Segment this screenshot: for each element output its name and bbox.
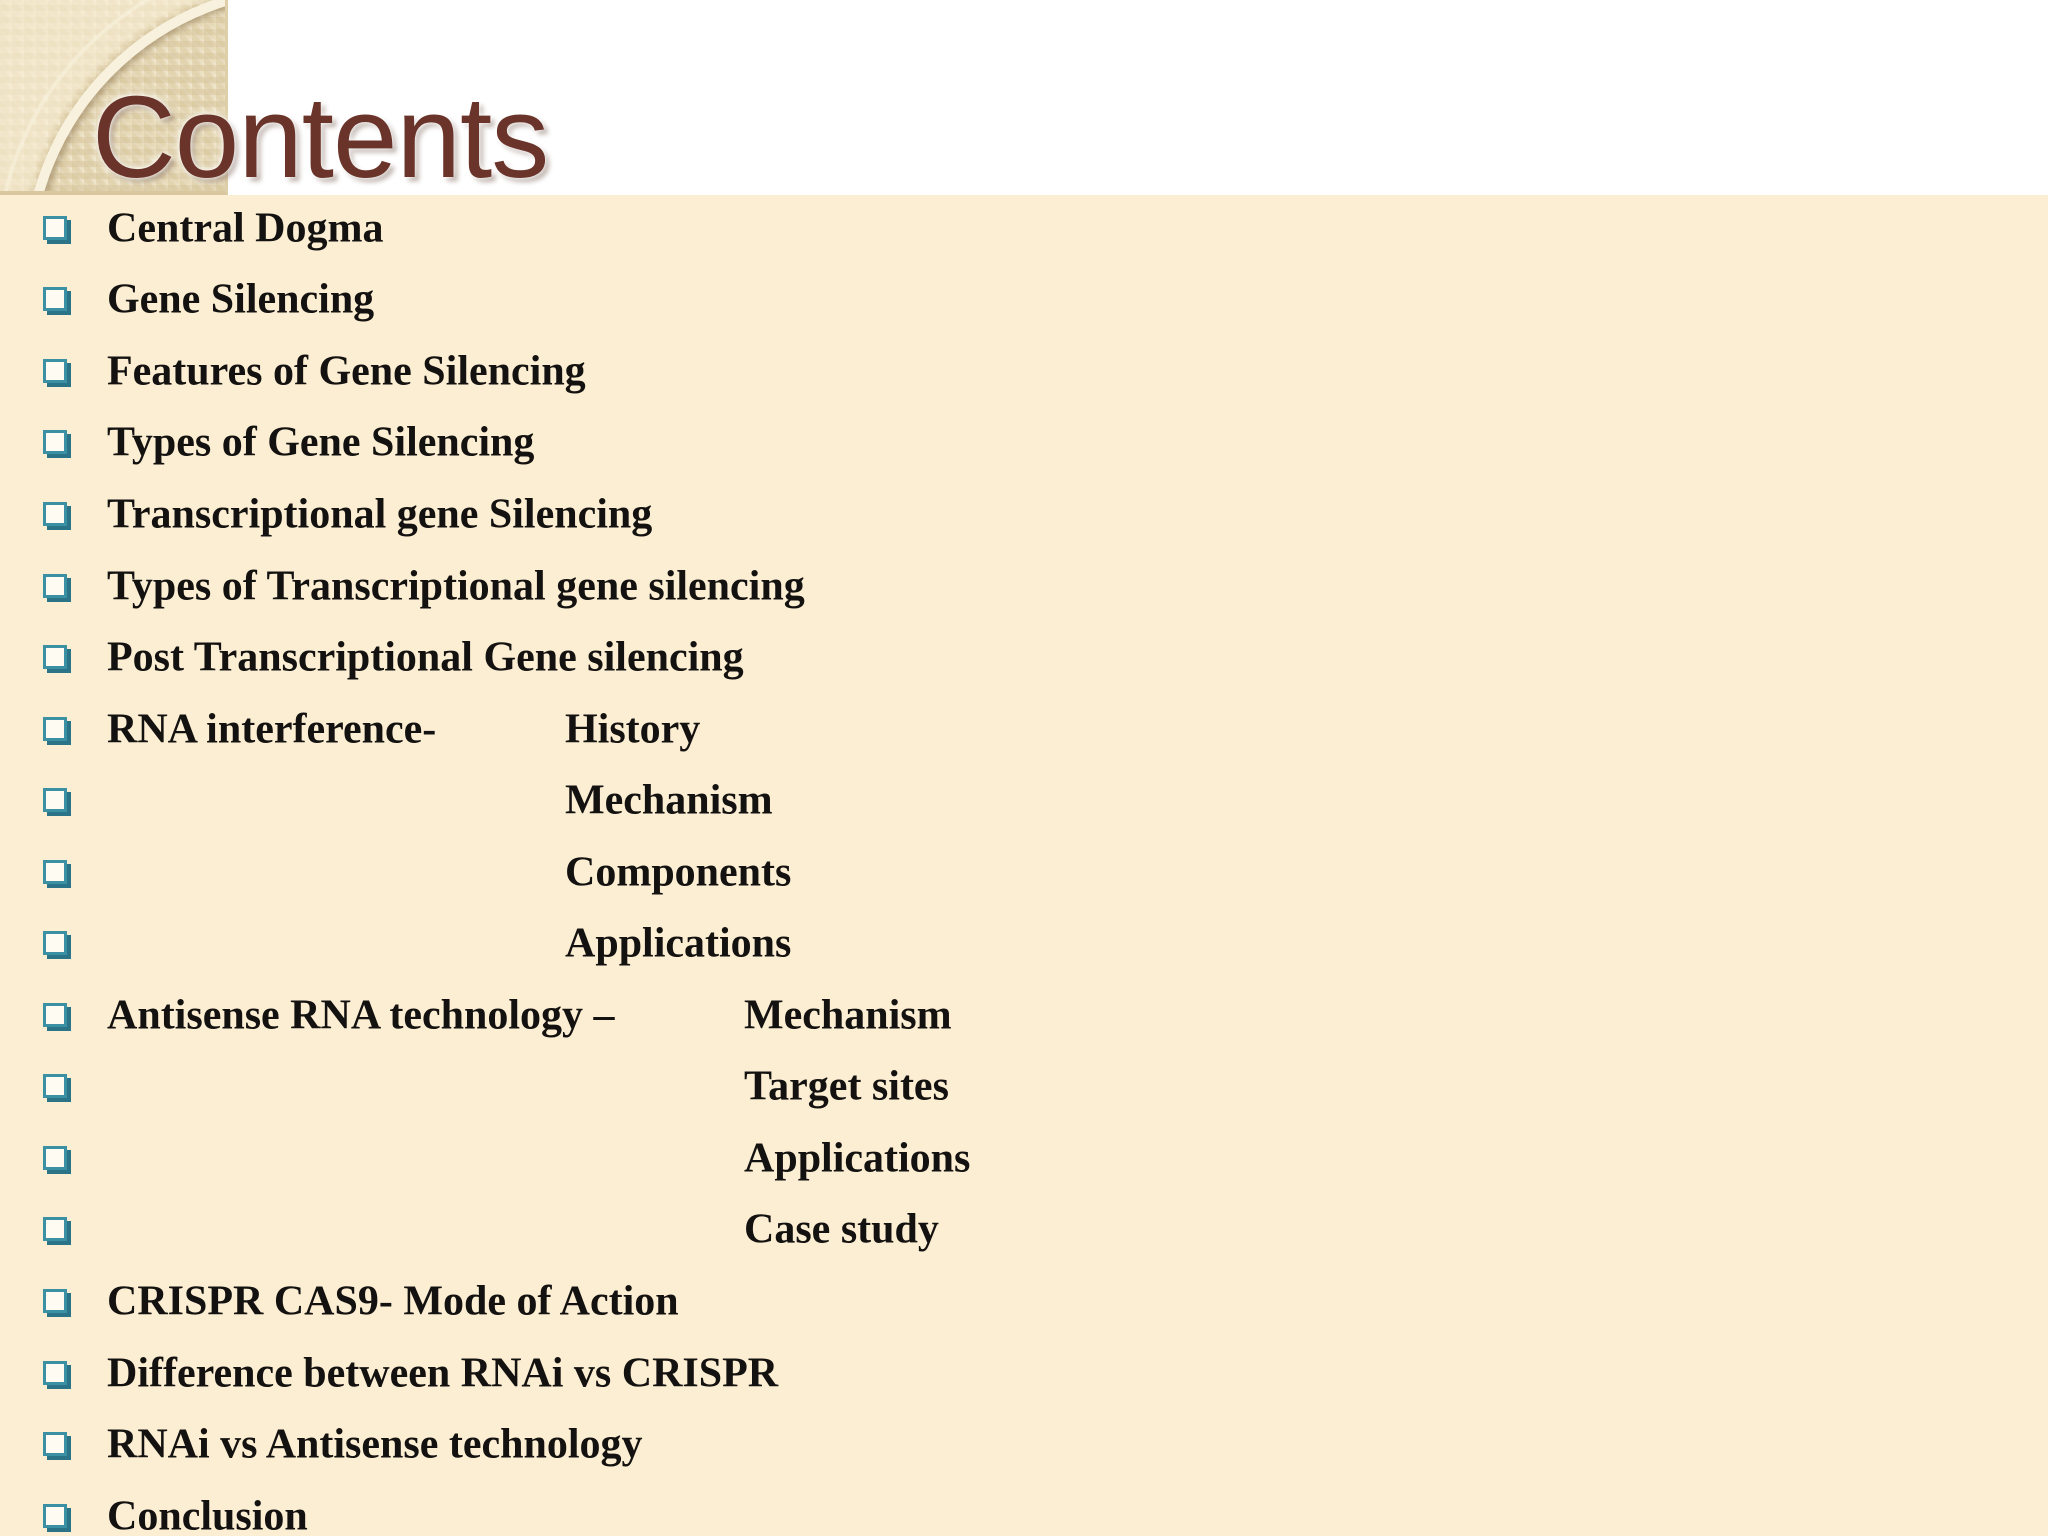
- item-subtext: Applications: [744, 1135, 971, 1182]
- item-subtext: Components: [565, 849, 792, 896]
- list-item: Types of Gene Silencing: [0, 409, 2048, 481]
- list-item: Case study: [0, 1196, 2048, 1268]
- checkbox-bullet-icon: [43, 1503, 67, 1528]
- checkbox-bullet-icon: [43, 287, 67, 312]
- checkbox-bullet-icon: [43, 1145, 67, 1170]
- page-title: Contents: [92, 72, 549, 202]
- item-subtext: Case study: [744, 1206, 939, 1253]
- checkbox-bullet-icon: [43, 1288, 67, 1313]
- title-band: Contents: [0, 0, 2048, 195]
- checkbox-bullet-icon: [43, 788, 67, 813]
- item-text: RNAi vs Antisense technology: [107, 1421, 643, 1468]
- checkbox-bullet-icon: [43, 215, 67, 240]
- item-subtext: History: [565, 706, 701, 753]
- item-text: Types of Gene Silencing: [107, 419, 535, 466]
- checkbox-bullet-icon: [43, 358, 67, 383]
- checkbox-bullet-icon: [43, 1002, 67, 1027]
- checkbox-bullet-icon: [43, 573, 67, 598]
- list-item: CRISPR CAS9- Mode of Action: [0, 1267, 2048, 1339]
- list-item: Antisense RNA technology – Mechanism: [0, 981, 2048, 1053]
- list-item: RNAi vs Antisense technology: [0, 1410, 2048, 1482]
- item-subtext: Mechanism: [744, 992, 952, 1039]
- checkbox-bullet-icon: [43, 716, 67, 741]
- list-item: Conclusion: [0, 1482, 2048, 1536]
- list-item: Transcriptional gene Silencing: [0, 480, 2048, 552]
- list-item: Types of Transcriptional gene silencing: [0, 552, 2048, 624]
- item-text: Post Transcriptional Gene silencing: [107, 634, 744, 681]
- item-text: Transcriptional gene Silencing: [107, 491, 653, 538]
- item-text: CRISPR CAS9- Mode of Action: [107, 1278, 679, 1325]
- item-text: RNA interference-: [107, 706, 437, 753]
- item-text: Gene Silencing: [107, 276, 375, 323]
- item-text: Antisense RNA technology –: [107, 992, 615, 1039]
- corner-pattern-decoration: [0, 0, 228, 195]
- checkbox-bullet-icon: [43, 430, 67, 455]
- list-item: Post Transcriptional Gene silencing: [0, 623, 2048, 695]
- list-item: Applications: [0, 909, 2048, 981]
- checkbox-bullet-icon: [43, 859, 67, 884]
- list-item: Central Dogma: [0, 194, 2048, 266]
- checkbox-bullet-icon: [43, 501, 67, 526]
- item-subtext: Mechanism: [565, 777, 773, 824]
- checkbox-bullet-icon: [43, 1432, 67, 1457]
- checkbox-bullet-icon: [43, 645, 67, 670]
- list-item: RNA interference- History: [0, 695, 2048, 767]
- item-text: Conclusion: [107, 1493, 308, 1536]
- list-item: Mechanism: [0, 766, 2048, 838]
- item-text: Difference between RNAi vs CRISPR: [107, 1350, 779, 1397]
- list-item: Target sites: [0, 1053, 2048, 1125]
- list-item: Components: [0, 838, 2048, 910]
- list-item: Difference between RNAi vs CRISPR: [0, 1339, 2048, 1411]
- item-text: Central Dogma: [107, 205, 384, 252]
- list-item: Gene Silencing: [0, 266, 2048, 338]
- item-text: Features of Gene Silencing: [107, 348, 586, 395]
- checkbox-bullet-icon: [43, 1074, 67, 1099]
- item-subtext: Applications: [565, 920, 792, 967]
- item-subtext: Target sites: [744, 1063, 949, 1110]
- list-item: Applications: [0, 1124, 2048, 1196]
- list-item: Features of Gene Silencing: [0, 337, 2048, 409]
- checkbox-bullet-icon: [43, 1217, 67, 1242]
- checkbox-bullet-icon: [43, 931, 67, 956]
- item-text: Types of Transcriptional gene silencing: [107, 563, 805, 610]
- checkbox-bullet-icon: [43, 1360, 67, 1385]
